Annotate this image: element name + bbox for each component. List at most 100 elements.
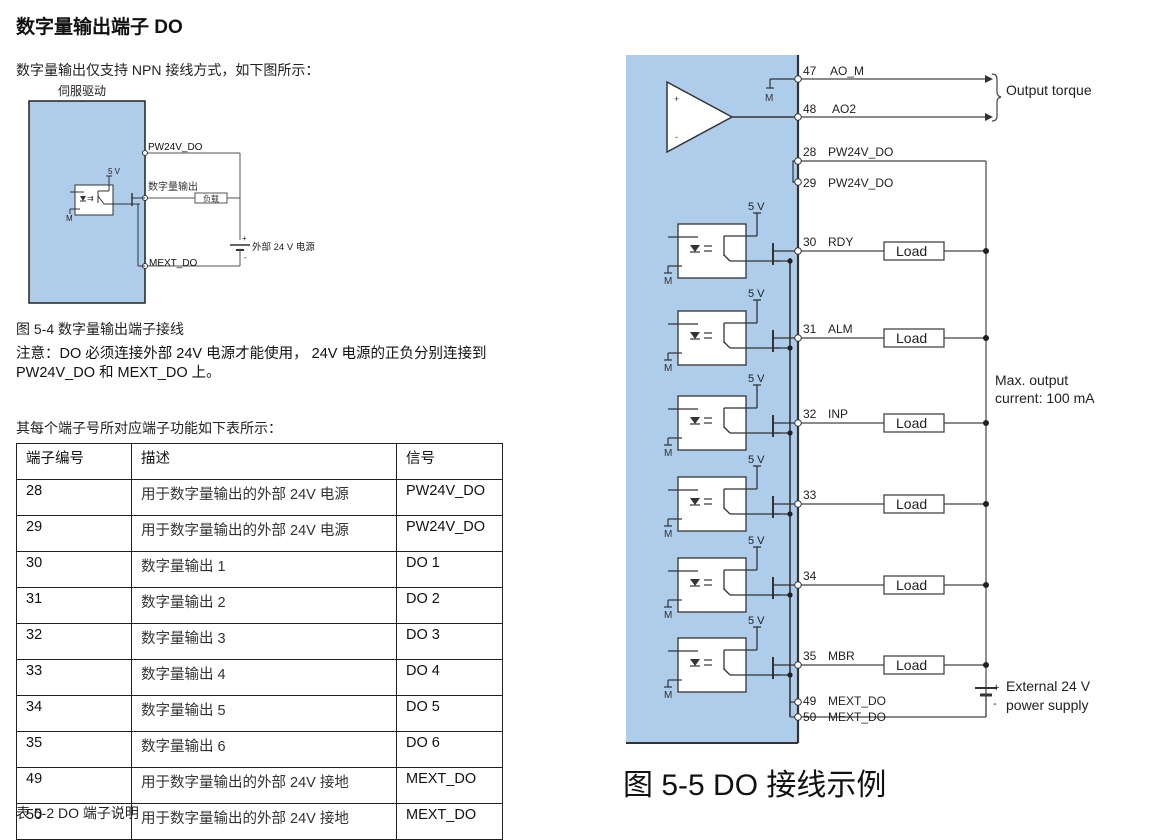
- ground-label: M: [664, 690, 672, 701]
- svg-text:28: 28: [803, 145, 817, 159]
- 5v-label: 5 V: [748, 373, 765, 385]
- svg-text:PW24V_DO: PW24V_DO: [148, 142, 203, 153]
- svg-text:-: -: [993, 698, 997, 710]
- terminal-34: [794, 581, 802, 589]
- ground-label: M: [664, 610, 672, 621]
- svg-text:+: +: [242, 234, 247, 243]
- terminal-33: [794, 500, 802, 508]
- output-channel-30: 5 V M Load 30 RDY: [664, 201, 989, 287]
- output-channel-34: 5 V M Load 34: [664, 535, 989, 621]
- svg-text:⇉: ⇉: [87, 194, 94, 203]
- svg-text:49: 49: [803, 694, 817, 708]
- terminal-32: [794, 419, 802, 427]
- svg-text:AO2: AO2: [832, 102, 856, 116]
- terminal-49: [794, 698, 802, 706]
- ground-label: M: [664, 276, 672, 287]
- 5v-label: 5 V: [748, 201, 765, 213]
- ground-label: M: [664, 363, 672, 374]
- terminal-35: [794, 661, 802, 669]
- 5v-label: 5 V: [748, 288, 765, 300]
- terminal-47: [794, 75, 802, 83]
- terminal-28: [794, 157, 802, 165]
- header-description: 描述: [131, 443, 397, 480]
- table-header-row: 端子编号 描述 信号: [16, 443, 503, 480]
- load-label: 负载: [203, 194, 219, 204]
- supply-line2: power supply: [1006, 697, 1089, 713]
- pin-name: ALM: [828, 322, 853, 336]
- terminal-50: [794, 713, 802, 721]
- load-label: Load: [896, 657, 927, 673]
- bracket-icon: [991, 73, 1002, 122]
- output-torque-label: Output torque: [1006, 82, 1092, 98]
- supply-line1: External 24 V: [1006, 678, 1091, 694]
- terminal-29: [794, 178, 802, 186]
- svg-text:5 V: 5 V: [108, 167, 121, 176]
- svg-text:47: 47: [803, 64, 817, 78]
- terminal-31: [794, 334, 802, 342]
- svg-text:MEXT_DO: MEXT_DO: [828, 694, 886, 708]
- svg-text:PW24V_DO: PW24V_DO: [828, 176, 893, 190]
- terminal-pw24v: [142, 150, 148, 156]
- drive-box-title: 伺服驱动: [58, 84, 106, 98]
- svg-text:PW24V_DO: PW24V_DO: [828, 145, 893, 159]
- ground-label: M: [664, 448, 672, 459]
- figure-5-4-caption: 图 5-4 数字量输出端子接线: [16, 321, 185, 337]
- svg-text:-: -: [244, 253, 247, 262]
- svg-text:数字量输出: 数字量输出: [148, 180, 198, 193]
- load-label: Load: [896, 577, 927, 593]
- 5v-label: 5 V: [748, 535, 765, 547]
- figure-do-wiring-example: + - M Output torque 47 AO_M 48 AO2 28 PW…: [626, 55, 1095, 744]
- output-channel-33: 5 V M Load 33: [664, 454, 989, 540]
- svg-text:M: M: [765, 93, 773, 104]
- opamp-icon: [666, 80, 734, 154]
- pin-name: RDY: [828, 235, 853, 249]
- pin-name: MBR: [828, 649, 855, 663]
- max-output-line2: current: 100 mA: [995, 390, 1095, 406]
- load-label: Load: [896, 330, 927, 346]
- svg-text:-: -: [675, 132, 678, 142]
- output-channel-31: 5 V M Load 31 ALM: [664, 288, 989, 374]
- pin-number: 32: [803, 407, 817, 421]
- intro-text: 数字量输出仅支持 NPN 接线方式，如下图所示：: [16, 62, 320, 78]
- svg-text:AO_M: AO_M: [830, 64, 864, 78]
- optocoupler: [74, 184, 114, 216]
- output-channel-32: 5 V M Load 32 INP: [664, 373, 989, 459]
- figure-5-5-caption: 图 5-5 DO 接线示例: [623, 769, 887, 802]
- ground-label: M: [664, 529, 672, 540]
- 5v-label: 5 V: [748, 615, 765, 627]
- pin-number: 34: [803, 569, 817, 583]
- svg-text:+: +: [993, 682, 999, 694]
- pin-number: 33: [803, 488, 817, 502]
- header-signal: 信号: [396, 443, 503, 480]
- section-title: 数字量输出端子 DO: [16, 17, 183, 38]
- note-text: 注意：DO 必须连接外部 24V 电源才能使用， 24V 电源的正负分别连接到 …: [16, 346, 487, 381]
- header-terminal-no: 端子编号: [16, 443, 132, 480]
- max-output-line1: Max. output: [995, 372, 1068, 388]
- terminal-48: [794, 113, 802, 121]
- load-label: Load: [896, 415, 927, 431]
- pin-number: 31: [803, 322, 817, 336]
- svg-text:M: M: [66, 214, 73, 223]
- optocoupler: [677, 310, 747, 366]
- pin-name: INP: [828, 407, 848, 421]
- external-supply-label: 外部 24 V 电源: [252, 241, 315, 253]
- pin-number: 35: [803, 649, 817, 663]
- svg-text:+: +: [674, 94, 679, 104]
- svg-text:50: 50: [803, 710, 817, 724]
- load-label: Load: [896, 243, 927, 259]
- pin-number: 30: [803, 235, 817, 249]
- load-label: Load: [896, 496, 927, 512]
- table-5-2-caption: 表 5-2 DO 端子说明: [16, 805, 139, 821]
- figure-npn-wiring: 伺服驱动 负载 + - 外部 24 V 电源 PW24V_DO 数字量输出 ME…: [28, 84, 315, 304]
- 5v-label: 5 V: [748, 454, 765, 466]
- svg-text:MEXT_DO: MEXT_DO: [149, 258, 198, 269]
- terminal-30: [794, 247, 802, 255]
